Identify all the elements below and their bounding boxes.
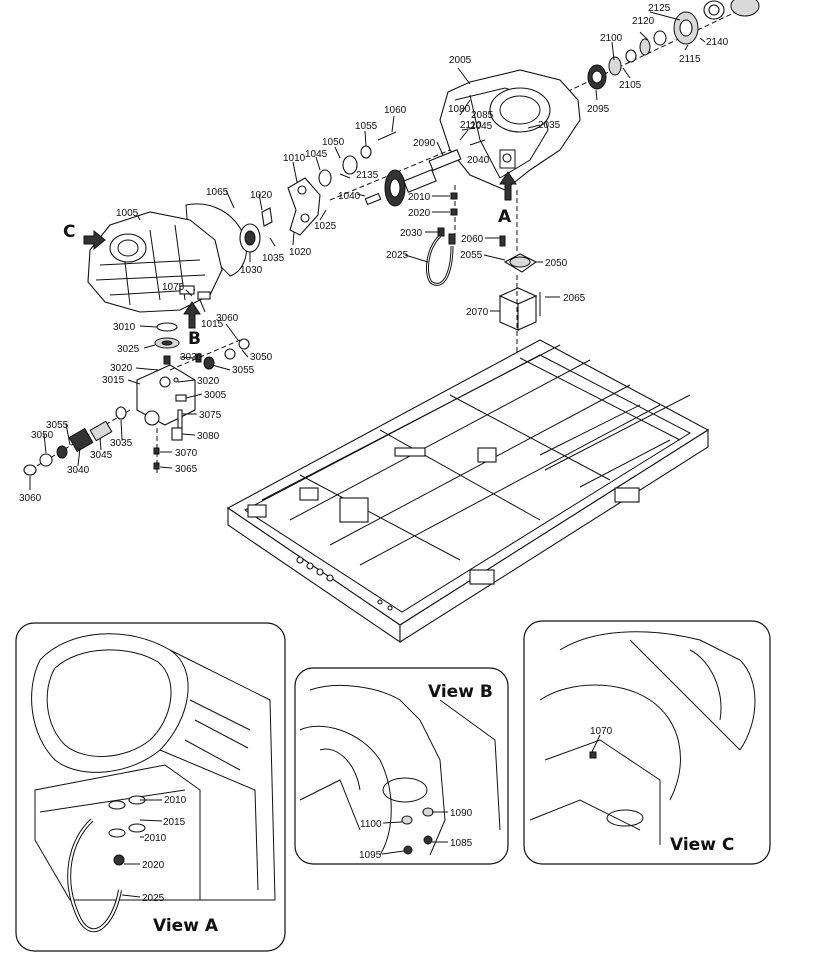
pump-housing-1005: [87, 211, 223, 313]
view-a-label: 2010: [164, 795, 187, 806]
part-label: 1015: [201, 319, 224, 330]
view-a-title: View A: [153, 916, 219, 936]
part-label: 3010: [113, 322, 136, 333]
leader-lines: [29, 11, 706, 490]
view-b-label: 1090: [450, 808, 473, 819]
view-a-label: 2020: [142, 860, 165, 871]
part-label: 3045: [90, 450, 113, 461]
part-label: 3030: [180, 352, 203, 363]
trailer-frame: [226, 339, 710, 644]
part-label: 2090: [413, 138, 436, 149]
part-label: 1035: [262, 253, 285, 264]
part-label: 2115: [679, 54, 701, 65]
view-c-panel: 1070 View C: [523, 620, 771, 865]
part-label: 1055: [355, 121, 378, 132]
part-label: 2140: [706, 37, 729, 48]
part-label: 2045: [470, 121, 493, 132]
part-label: 2120: [632, 16, 655, 27]
view-c-title: View C: [670, 835, 734, 855]
part-label: 3055: [46, 420, 69, 431]
part-label: 1050: [322, 137, 345, 148]
part-label: 3070: [175, 448, 198, 459]
view-b-label: 1095: [359, 850, 382, 861]
part-label: 2010: [408, 192, 431, 203]
part-label: 3005: [204, 390, 227, 401]
part-label: 1045: [305, 149, 328, 160]
part-label: 1040: [338, 191, 361, 202]
view-b-title: View B: [428, 682, 493, 702]
part-label: 2025: [386, 250, 409, 261]
view-b-label: 1085: [450, 838, 473, 849]
part-label: 1075: [162, 282, 185, 293]
part-label: 3040: [67, 465, 90, 476]
part-label: 1080: [448, 104, 471, 115]
part-label: 2040: [467, 155, 490, 166]
view-b-panel: 1090 1100 1085 1095 View B: [294, 667, 509, 865]
part-label: 2005: [449, 55, 472, 66]
part-label: 1025: [314, 221, 337, 232]
part-label: 1020: [289, 247, 312, 258]
part-label: 3050: [250, 352, 273, 363]
callout-letter-b: B: [188, 329, 201, 349]
part-label: 3020: [197, 376, 220, 387]
part-label: 1010: [283, 153, 306, 164]
part-label: 3060: [216, 313, 239, 324]
part-label: 1065: [206, 187, 229, 198]
callout-letter-a: A: [498, 207, 512, 227]
callout-letter-c: C: [63, 222, 75, 242]
part-label: 3080: [197, 431, 220, 442]
output-shaft-parts: [559, 0, 760, 96]
view-a-label: 2010: [144, 833, 167, 844]
part-label: 2055: [460, 250, 483, 261]
part-label: 3015: [102, 375, 125, 386]
part-label: 3035: [110, 438, 133, 449]
part-label: 3025: [117, 344, 140, 355]
part-label: 2105: [619, 80, 642, 91]
view-a-label: 2025: [142, 893, 165, 904]
view-arrow-c: [83, 229, 106, 251]
part-label: 2050: [545, 258, 568, 269]
part-label: 1060: [384, 105, 407, 116]
part-label: 3075: [199, 410, 222, 421]
gearbox-housing-2005: [439, 69, 581, 191]
part-label: 2110: [460, 120, 482, 131]
view-arrow-a: [499, 171, 517, 201]
view-arrow-b: [183, 301, 201, 329]
part-label: 3055: [232, 365, 255, 376]
part-label: 3060: [19, 493, 42, 504]
part-label: 2065: [563, 293, 586, 304]
part-label: 2070: [466, 307, 489, 318]
part-label: 2035: [538, 120, 561, 131]
view-b-label: 1100: [360, 819, 382, 830]
part-label: 2020: [408, 208, 431, 219]
part-label: 1030: [240, 265, 263, 276]
part-label: 2125: [648, 3, 671, 14]
part-label: 2135: [356, 170, 379, 181]
hose-2025: [426, 185, 458, 286]
view-a-label: 2015: [163, 817, 186, 828]
part-label: 3065: [175, 464, 198, 475]
view-a-panel: 2010 2015 2010 2020 2025 View A: [15, 622, 286, 952]
part-label: 2085: [471, 110, 494, 121]
part-label: 3020: [110, 363, 133, 374]
part-label: 2030: [400, 228, 423, 239]
part-label: 1020: [250, 190, 273, 201]
part-label: 2060: [461, 234, 484, 245]
part-number-labels: 2125 2120 2100 2140 2115 2105 2095 2005 …: [19, 3, 729, 504]
bracket-1010: [261, 177, 321, 236]
view-c-label: 1070: [590, 726, 613, 737]
part-label: 2100: [600, 33, 623, 44]
cover-plate-2050: [499, 190, 538, 273]
part-label: 3050: [31, 430, 54, 441]
drive-shaft-assembly: [318, 131, 462, 207]
valve-assembly-3000: [23, 322, 250, 476]
part-label: 2095: [587, 104, 610, 115]
part-label: 1005: [116, 208, 139, 219]
